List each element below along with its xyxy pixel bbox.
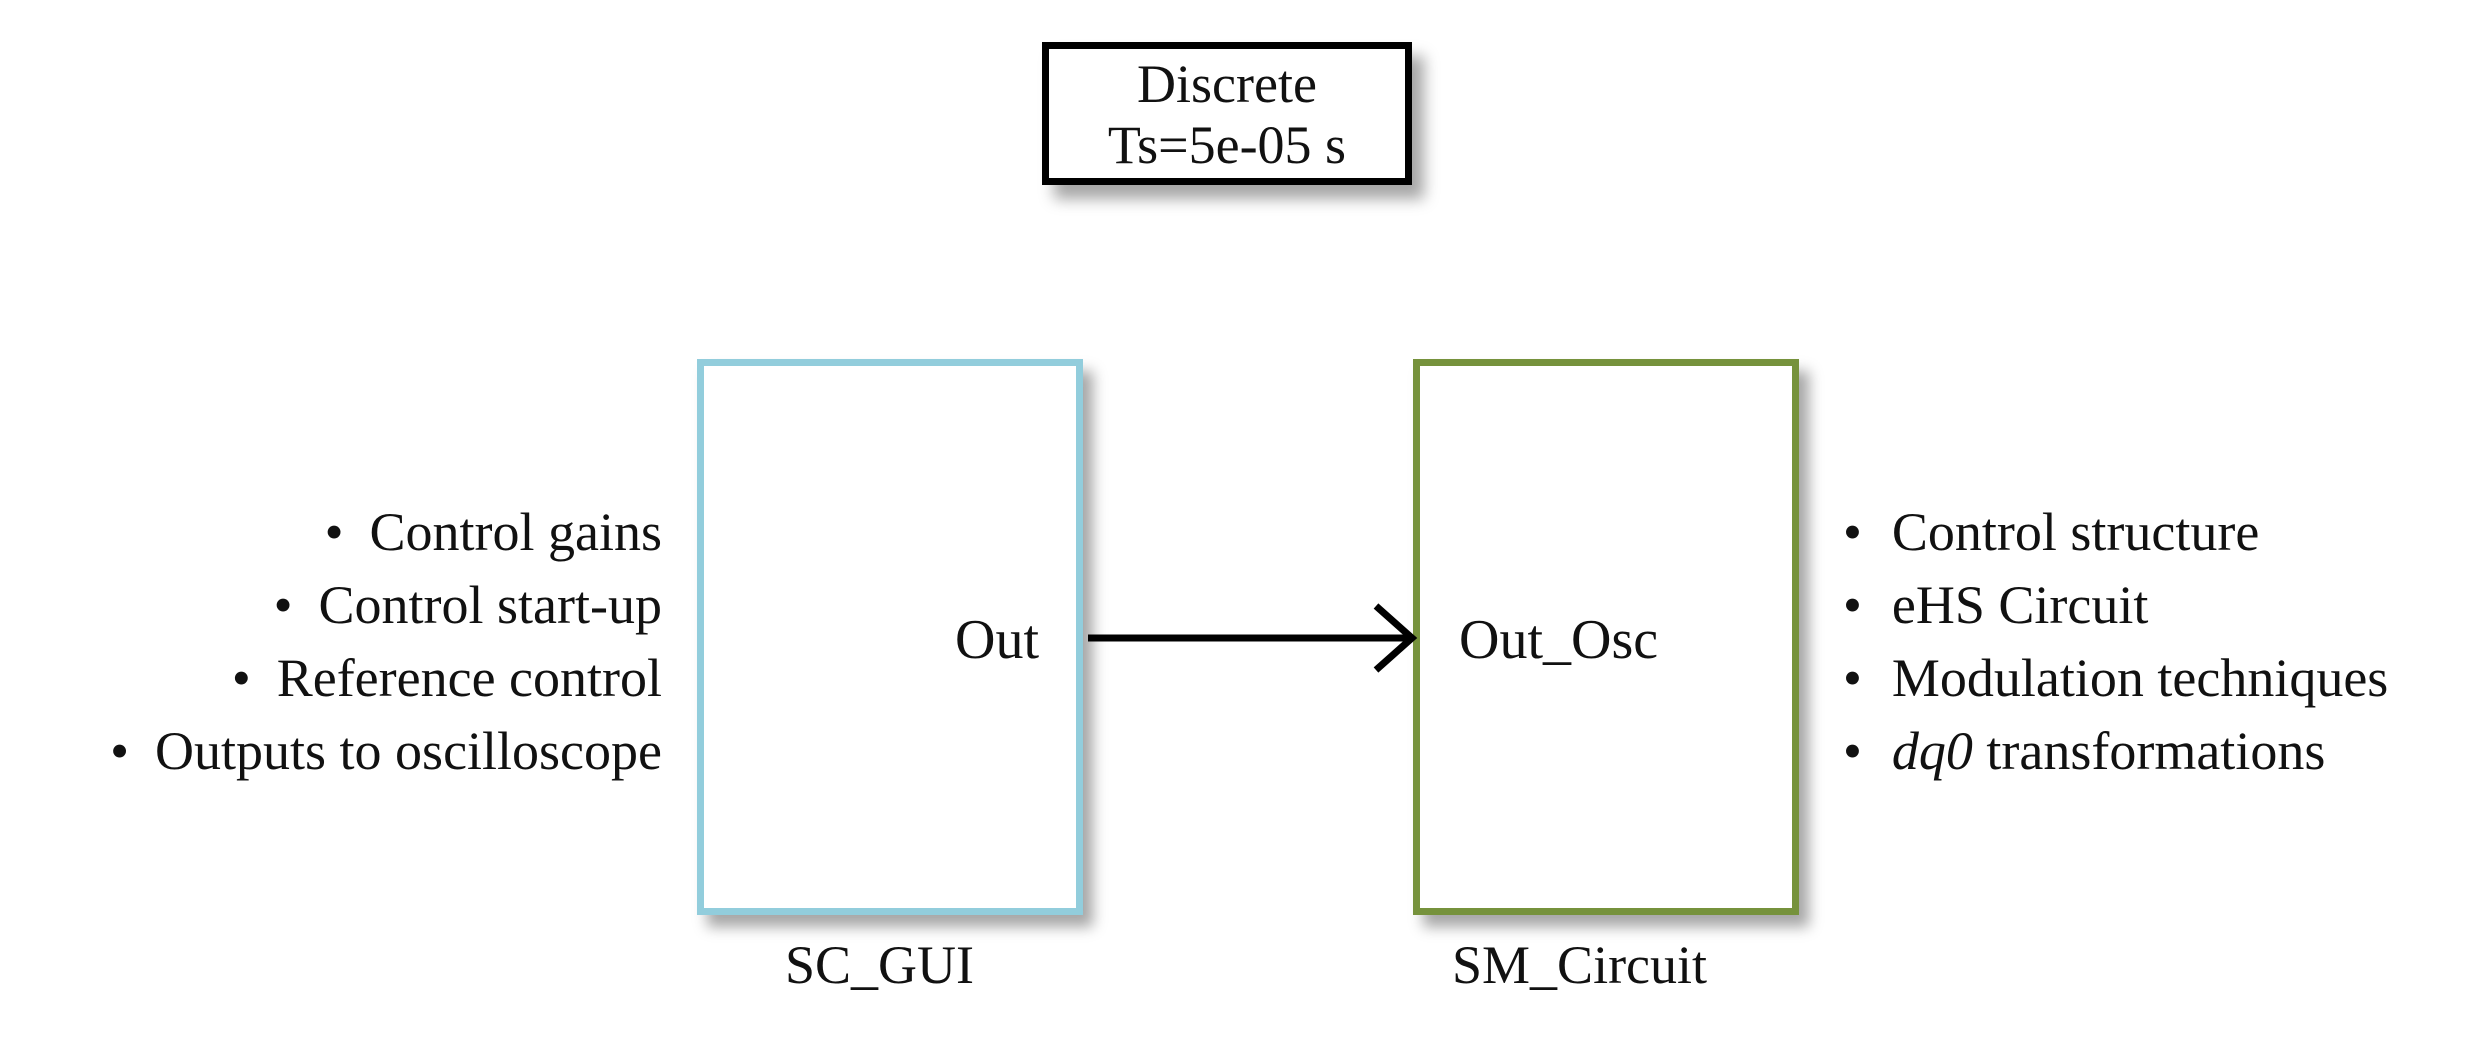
circuit-features-list: Control structure eHS Circuit Modulation… [1843,496,2388,788]
sc-gui-block-name: SC_GUI [785,935,975,995]
sm-circuit-block-name: SM_Circuit [1452,935,1708,995]
list-item-text: Control gains [369,502,663,562]
list-item-text: Modulation techniques [1891,648,2389,708]
sample-time-label: Ts=5e-05 s [1107,115,1347,176]
out-port-label: Out [955,609,1039,671]
list-item: Reference control [110,642,662,715]
discrete-solver-block[interactable]: Discrete Ts=5e-05 s [1042,42,1412,185]
list-item: Control start-up [110,569,662,642]
list-item: dq0 transformations [1843,715,2388,788]
sc-gui-subsystem-block[interactable] [697,359,1083,915]
list-item: Outputs to oscilloscope [110,715,662,788]
sm-circuit-subsystem-block[interactable] [1413,359,1799,915]
list-item-text: Reference control [276,648,662,708]
solver-type-label: Discrete [1137,54,1317,114]
gui-features-list: Control gains Control start-up Reference… [110,496,662,788]
list-item-italic: dq0 [1891,721,1973,781]
list-item-text: eHS Circuit [1891,575,2149,635]
list-item-text: Control start-up [318,575,662,635]
list-item-text: Outputs to oscilloscope [155,721,662,781]
list-item: Modulation techniques [1843,642,2388,715]
out-osc-port-label: Out_Osc [1459,609,1659,671]
list-item: eHS Circuit [1843,569,2388,642]
list-item-text: Control structure [1891,502,2260,562]
list-item: Control structure [1843,496,2388,569]
list-item: Control gains [110,496,663,569]
arrowhead-icon [1373,603,1418,673]
list-item-text: transformations [1972,721,2326,781]
